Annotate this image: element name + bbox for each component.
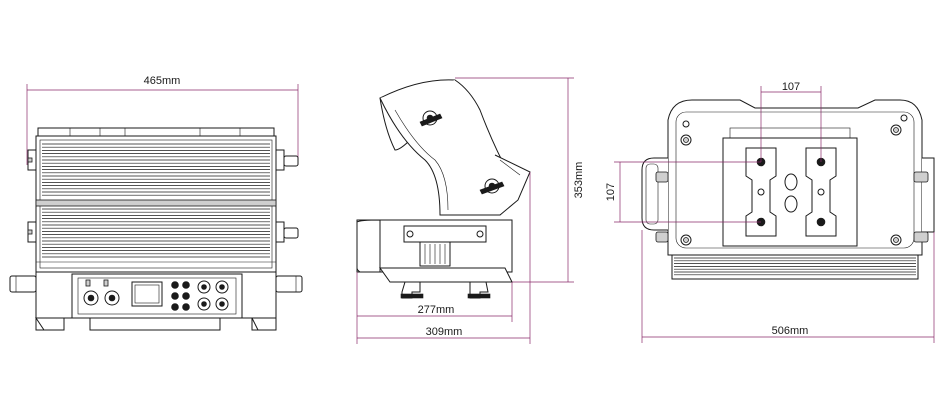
- rear-view: 107 107 506mm: [605, 81, 935, 343]
- front-view: 465mm: [9, 75, 303, 331]
- rear-h-spacing-label: 107: [782, 81, 800, 93]
- side-total-depth-label: 309mm: [426, 326, 463, 338]
- side-view: 353mm 277mm: [356, 77, 585, 344]
- heat-sink-fins-lower: [42, 208, 270, 258]
- front-base-handle-left: [9, 275, 37, 293]
- rear-bottom-fins: [671, 254, 919, 280]
- front-base-foot: [89, 317, 221, 331]
- down-button: [182, 292, 190, 300]
- rear-v-spacing-label: 107: [605, 183, 617, 201]
- rear-center-plate: [722, 137, 858, 247]
- front-knob-right-bottom: [283, 227, 299, 239]
- side-base-depth-label: 277mm: [418, 304, 455, 316]
- lcd-display: [131, 281, 163, 307]
- menu-button: [171, 281, 179, 289]
- heat-sink-fins-upper: [42, 143, 270, 196]
- front-width-label: 465mm: [144, 75, 181, 87]
- side-panel-plate: [403, 225, 487, 243]
- rear-width-label: 506mm: [772, 325, 809, 337]
- front-top-bar: [37, 127, 275, 137]
- side-height-label: 353mm: [573, 162, 585, 199]
- enter-button: [171, 303, 179, 311]
- front-knob-right-top: [283, 155, 299, 167]
- front-mid-band: [35, 199, 277, 207]
- front-base-handle-right: [275, 275, 303, 293]
- up-button: [171, 292, 179, 300]
